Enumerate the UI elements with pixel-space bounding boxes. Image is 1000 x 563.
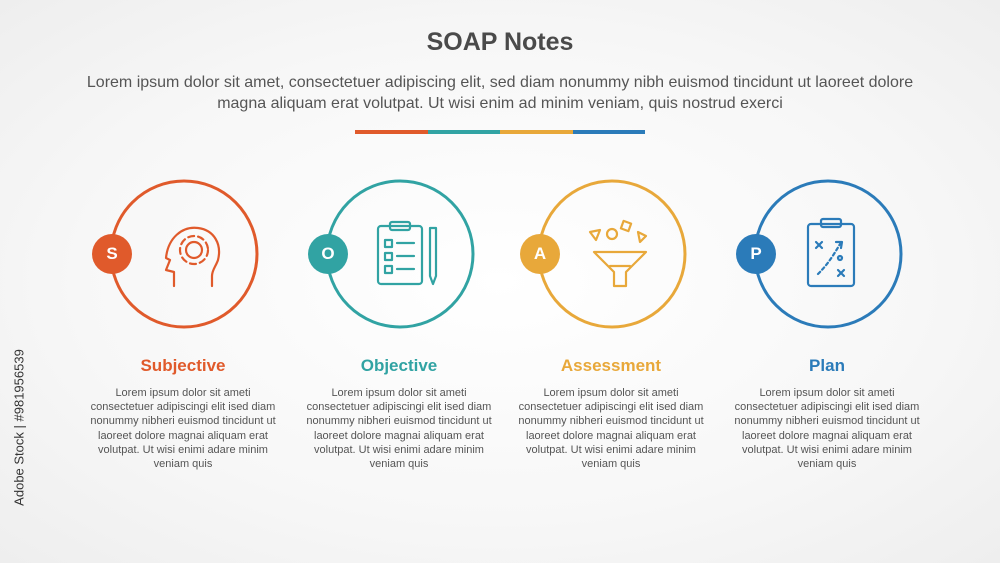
step-body: Lorem ipsum dolor sit ameti consectetuer… [518, 387, 704, 471]
step-heading: Objective [360, 356, 438, 375]
step-objective: O Objective Lorem ipsum dolor sit ameti … [284, 178, 514, 498]
page-subtitle: Lorem ipsum dolor sit amet, consectetuer… [86, 74, 914, 112]
color-divider [355, 130, 645, 134]
head-gear-icon [164, 226, 221, 288]
step-badge: O [308, 234, 348, 274]
step-plan: P Plan Lorem ipsum dolor sit ameti conse… [712, 178, 942, 498]
divider-segment-assessment [500, 130, 573, 134]
stock-watermark: Adobe Stock | #981956539 [4, 320, 28, 550]
step-body: Lorem ipsum dolor sit ameti consectetuer… [734, 387, 920, 471]
step-heading: Plan [809, 356, 845, 375]
step-badge: A [520, 234, 560, 274]
step-assessment: A Assessment Lorem ipsum dolor sit ameti… [496, 178, 726, 498]
step-heading: Subjective [140, 356, 226, 375]
page-title: SOAP Notes [426, 28, 574, 56]
step-badge: S [92, 234, 132, 274]
step-subjective: S Subjective Lorem ipsum dolor sit ameti… [68, 178, 298, 498]
divider-segment-plan [572, 130, 645, 134]
step-badge: P [736, 234, 776, 274]
divider-segment-subjective [355, 130, 428, 134]
clipboard-checklist-icon [376, 220, 438, 286]
watermark-text: Adobe Stock | #981956539 [11, 349, 27, 506]
divider-segment-objective [427, 130, 500, 134]
clipboard-strategy-icon [806, 217, 856, 288]
funnel-shapes-icon [588, 219, 648, 288]
step-heading: Assessment [560, 356, 662, 375]
step-body: Lorem ipsum dolor sit ameti consectetuer… [306, 387, 492, 471]
step-body: Lorem ipsum dolor sit ameti consectetuer… [90, 387, 276, 471]
